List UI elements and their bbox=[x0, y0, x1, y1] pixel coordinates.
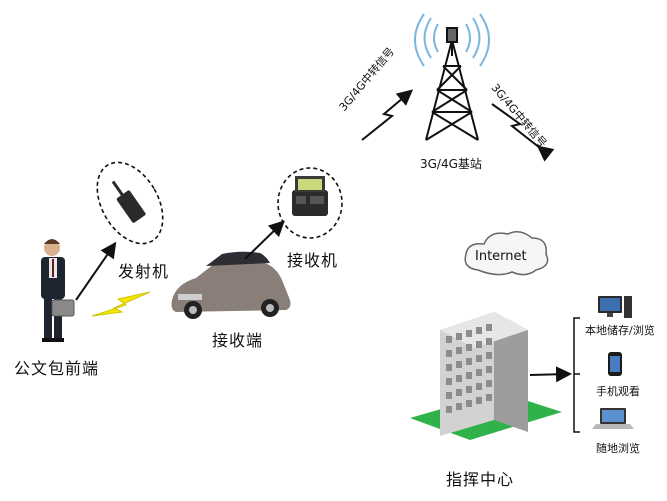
receiver-label: 接收机 bbox=[287, 251, 339, 270]
cell-tower-icon bbox=[414, 13, 490, 141]
businessman-icon bbox=[41, 239, 75, 342]
mobile-view-label: 手机观看 bbox=[596, 385, 640, 398]
local-storage-label: 本地储存/浏览 bbox=[585, 324, 655, 337]
transmitter-icon bbox=[111, 180, 146, 223]
command-center-building-icon bbox=[410, 312, 562, 440]
device-bracket bbox=[573, 317, 580, 433]
anywhere-browse-label: 随地浏览 bbox=[596, 442, 640, 455]
transmitter-label: 发射机 bbox=[118, 262, 170, 281]
desktop-pc-icon bbox=[598, 296, 632, 318]
briefcase-frontend-label: 公文包前端 bbox=[14, 359, 100, 378]
internet-cloud-icon bbox=[464, 231, 549, 276]
laptop-icon bbox=[592, 408, 634, 429]
arrow-to-receiver bbox=[244, 220, 285, 260]
mobile-phone-icon bbox=[608, 352, 622, 376]
receiver-terminal-label: 接收端 bbox=[212, 331, 264, 350]
receiver-ellipse bbox=[277, 167, 343, 239]
wireless-bolt-icon bbox=[91, 291, 151, 317]
transmitter-ellipse bbox=[96, 161, 164, 245]
downlink-signal-arrow bbox=[491, 103, 555, 162]
internet-label: Internet bbox=[475, 249, 527, 264]
base-station-label: 3G/4G基站 bbox=[420, 157, 482, 171]
uplink-signal-arrow bbox=[361, 89, 414, 141]
command-center-label: 指挥中心 bbox=[446, 470, 515, 489]
arrow-to-transmitter bbox=[75, 241, 117, 301]
receiver-case-icon bbox=[292, 176, 328, 216]
car-icon bbox=[171, 251, 291, 319]
arrow-to-devices bbox=[529, 366, 572, 383]
